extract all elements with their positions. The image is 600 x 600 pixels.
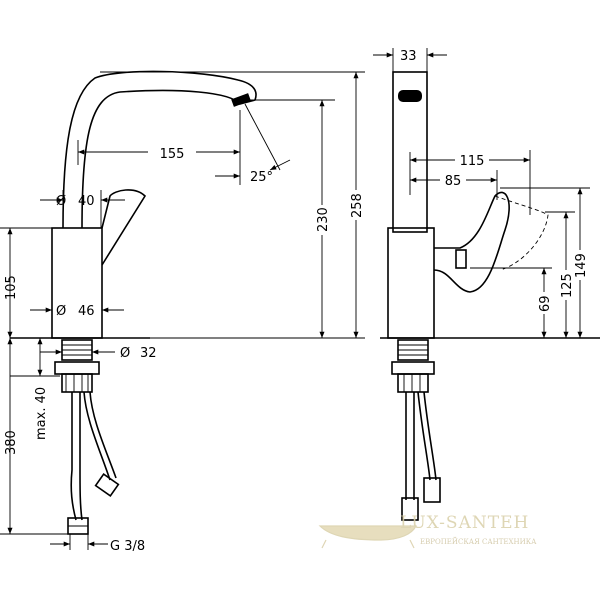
dim-spout-reach: 155 [160,147,185,162]
side-lever-dashed [494,195,549,271]
dim-handle-diameter: 40 [78,194,95,209]
hose-left [70,392,77,521]
fitting-right [94,472,120,498]
dim-height-spout: 230 [316,207,331,232]
dim-handle-diameter-symbol: Ø [56,194,66,209]
dim-hose-length: 380 [4,430,19,455]
body [51,227,103,339]
front-view: 155 25° Ø 40 Ø 46 Ø 32 105 max. 40 [0,70,365,554]
dim-spout-angle: 25° [250,170,273,185]
dim-lever-h3: 149 [574,253,589,278]
dim-connection: G 3/8 [110,539,145,554]
watermark: LUX-SANTEH ЕВРОПЕЙСКАЯ САНТЕХНИКА [318,513,537,549]
side-body [387,227,435,339]
dim-body-height: 105 [4,275,19,300]
side-spout [392,71,428,233]
dim-thread-diameter: 32 [140,346,157,361]
side-aerator [398,90,422,102]
dim-max-mount: max. 40 [34,387,49,440]
side-lever [433,191,510,293]
aerator [231,93,251,107]
dim-thread-diameter-symbol: Ø [120,346,130,361]
dim-lever-h2: 125 [560,273,575,298]
dim-lever-h1: 69 [538,295,553,312]
hose-right [83,391,111,481]
dim-body-diameter: 46 [78,304,95,319]
handle-lever [101,189,147,266]
dim-height-total: 258 [350,193,365,218]
watermark-tagline: ЕВРОПЕЙСКАЯ САНТЕХНИКА [420,537,537,546]
dim-body-diameter-symbol: Ø [56,304,66,319]
dim-side-width: 33 [400,49,417,64]
nut [54,361,100,375]
spout-outline [62,70,257,229]
watermark-bathtub-icon [318,525,417,549]
watermark-brand: LUX-SANTEH [400,513,529,533]
side-view: 33 115 85 149 125 69 [373,48,600,521]
dim-lever-offset: 85 [445,174,462,189]
dim-lever-reach: 115 [460,154,485,169]
